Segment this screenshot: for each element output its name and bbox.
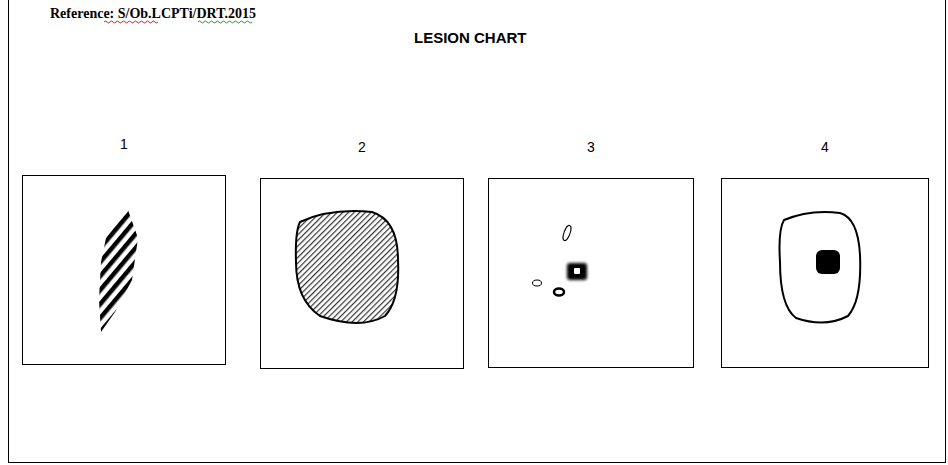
small-lesion: [561, 224, 572, 241]
lesion-box: 2: [260, 178, 464, 369]
small-lesion: [533, 280, 542, 286]
panel-number: 3: [489, 139, 693, 155]
blurred-lesion: [567, 263, 587, 280]
panel-number: 2: [261, 139, 463, 155]
outlined-lesion: [780, 212, 861, 323]
page-frame: [9, 0, 946, 463]
blurred-lesion-core: [574, 268, 580, 274]
panel-number: 4: [722, 139, 928, 155]
reference-label: Reference: S/Ob.LCPTi/DRT.2015: [50, 6, 256, 22]
chart-title: LESION CHART: [414, 29, 527, 46]
lesion-box: 1: [22, 175, 226, 365]
panel-number: 1: [23, 136, 225, 152]
grammar-squiggle: [198, 21, 252, 23]
hatched-lesion: [296, 211, 398, 323]
lesion-box: 3: [488, 178, 694, 368]
lesion-box: 4: [721, 178, 929, 368]
spell-squiggle: [104, 21, 158, 23]
striped-lesion: [99, 210, 138, 332]
solid-lesion-core: [816, 250, 840, 274]
ring-lesion: [554, 289, 564, 296]
